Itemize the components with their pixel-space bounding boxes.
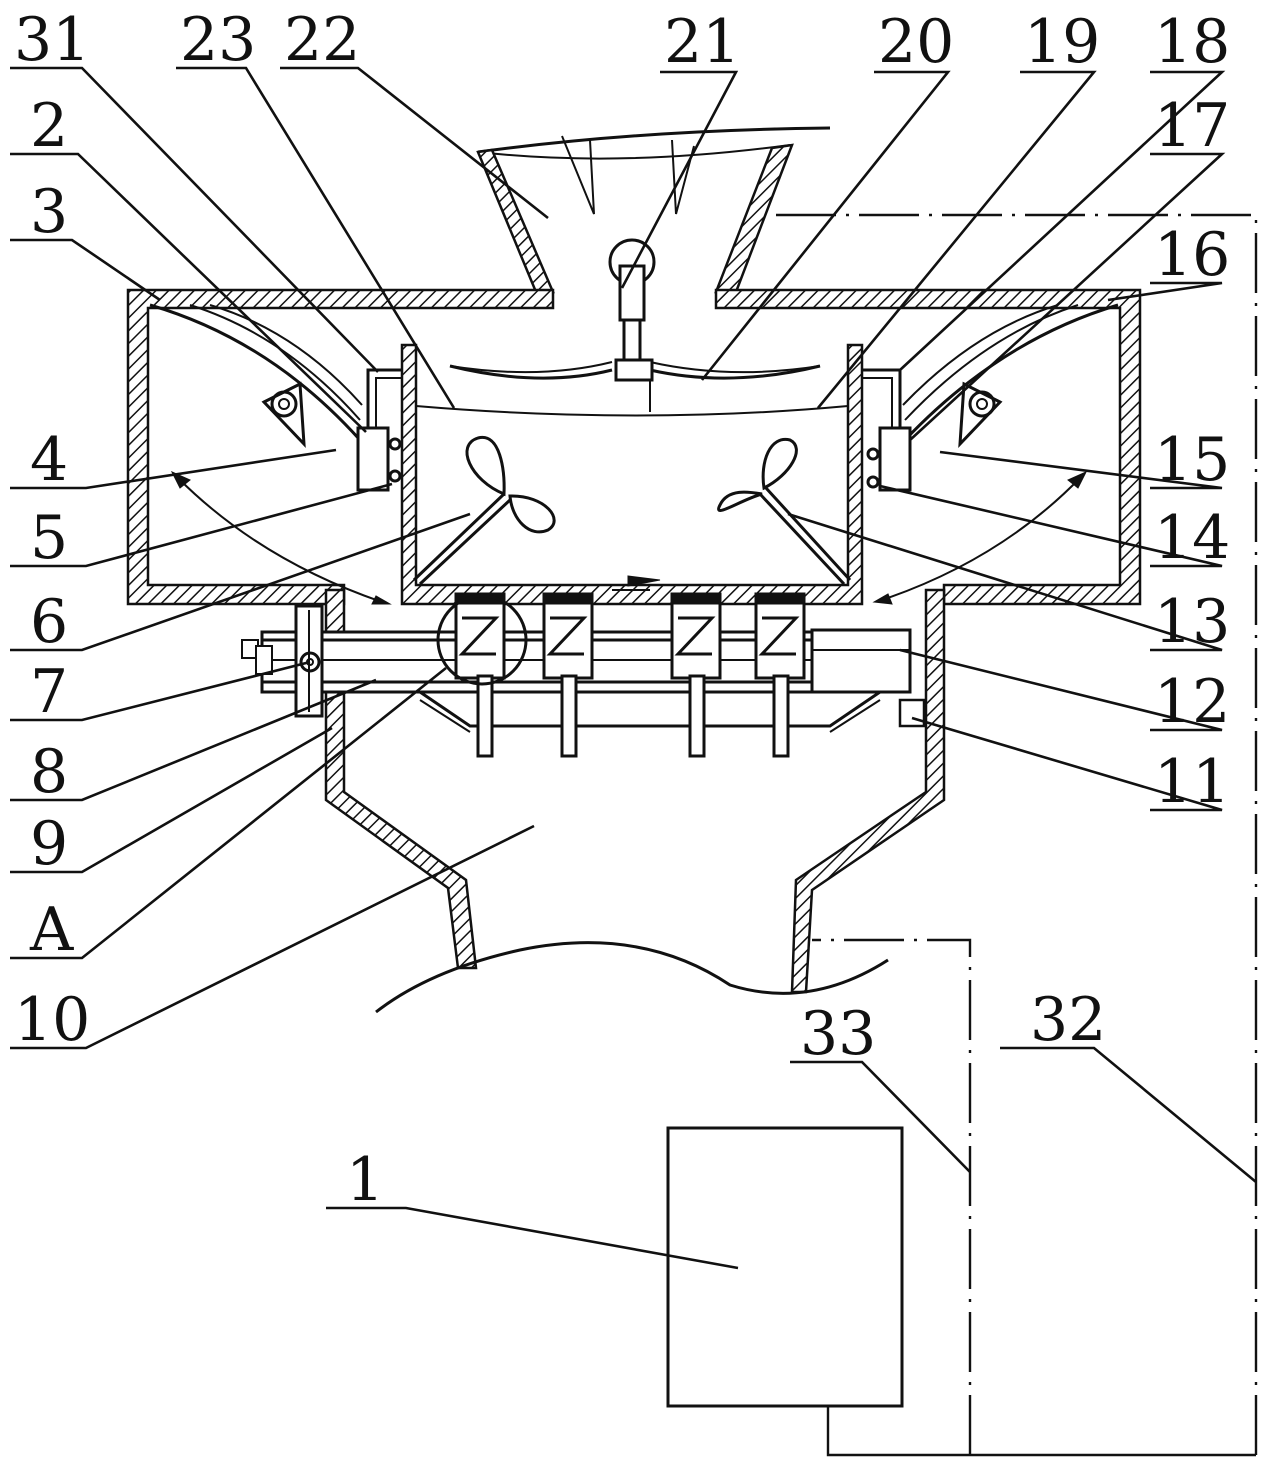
leader-lines (10, 66, 1257, 1270)
detail-circle-a (436, 594, 528, 686)
left-guide-rail (149, 303, 363, 449)
callout-5: 5 (30, 503, 68, 573)
callout-10: 10 (14, 985, 90, 1055)
callout-1: 1 (346, 1145, 384, 1215)
callout-12: 12 (1154, 667, 1230, 737)
callout-A: A (29, 895, 74, 965)
callout-14: 14 (1154, 503, 1230, 573)
lift-cylinder (608, 238, 656, 382)
valve-unit-4 (754, 592, 806, 758)
callout-4: 4 (30, 425, 68, 495)
callout-13: 13 (1154, 587, 1230, 657)
valve-unit-3 (670, 592, 722, 758)
callout-3: 3 (30, 177, 68, 247)
left-stirrer (412, 435, 556, 586)
callout-8: 8 (30, 737, 68, 807)
callout-18: 18 (1154, 7, 1230, 77)
callout-2: 2 (30, 91, 68, 161)
callout-labels: 31 23 22 21 20 19 18 2 17 3 16 4 15 5 14… (14, 5, 1230, 1215)
callout-11: 11 (1154, 747, 1230, 817)
callout-16: 16 (1154, 220, 1230, 290)
wiring (772, 213, 1258, 1457)
callout-23: 23 (180, 5, 256, 75)
right-guide-rail (902, 303, 1119, 449)
right-stirrer (717, 437, 852, 586)
break-line (375, 941, 889, 1014)
controller-box (666, 1126, 904, 1408)
callout-21: 21 (664, 7, 740, 77)
callout-32: 32 (1030, 985, 1106, 1055)
callout-22: 22 (284, 5, 360, 75)
swing-arrows (170, 470, 1088, 605)
valve-unit-1 (454, 592, 506, 758)
callout-6: 6 (30, 587, 68, 657)
callout-15: 15 (1154, 425, 1230, 495)
callout-7: 7 (30, 657, 68, 727)
callout-33: 33 (800, 999, 876, 1069)
valve-unit-2 (542, 592, 594, 758)
callout-20: 20 (878, 7, 954, 77)
discharge-assembly (241, 575, 926, 758)
callout-19: 19 (1024, 7, 1100, 77)
callout-31: 31 (14, 5, 90, 75)
callout-17: 17 (1154, 91, 1230, 161)
mixing-drum (400, 343, 864, 606)
right-bracket (862, 368, 912, 492)
flow-arrow (627, 575, 661, 587)
callout-9: 9 (30, 809, 68, 879)
